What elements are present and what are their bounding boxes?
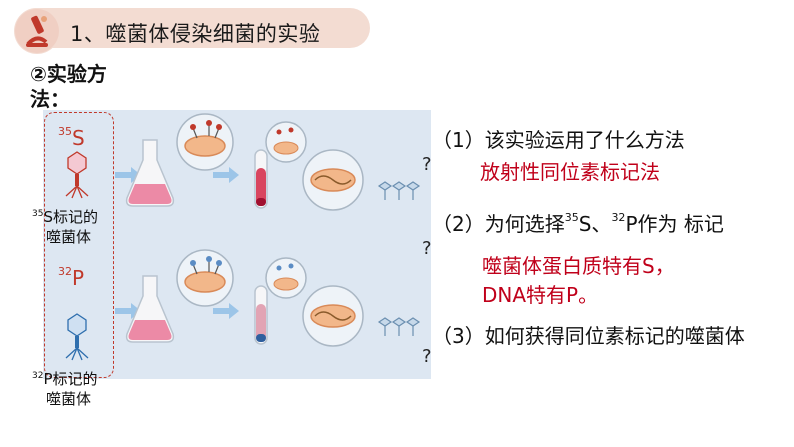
question-2: （2）为何选择35S、32P作为 标记 <box>432 211 724 236</box>
progeny-phages-icon <box>377 181 421 200</box>
centrifuge-tube-icon <box>254 149 268 209</box>
flask-icon <box>125 139 175 207</box>
bacterium-infection-icon <box>176 249 234 307</box>
microscope-icon <box>14 8 60 54</box>
question-mark: ? <box>422 346 432 367</box>
phage-p-icon <box>65 313 89 361</box>
bacterium-progeny-icon <box>302 149 364 211</box>
method-heading: ②实验方法： <box>30 62 107 111</box>
isotope-p-label: 32P标记的 噬菌体 <box>32 370 98 408</box>
bacterium-infection-icon <box>176 113 234 171</box>
isotope-s-label: 35S标记的 噬菌体 <box>32 208 98 246</box>
centrifuge-tube-icon <box>254 285 268 345</box>
isotope-s-symbol: 35S <box>58 125 85 150</box>
bacterium-progeny-icon <box>302 285 364 347</box>
phage-s-icon <box>65 151 89 199</box>
flask-icon <box>125 275 175 343</box>
question-3: （3）如何获得同位素标记的噬菌体 <box>432 324 745 348</box>
phage-detach-icon <box>265 121 307 163</box>
phage-detach-icon <box>265 257 307 299</box>
section-title-bar <box>16 8 370 48</box>
experiment-illustration <box>43 110 431 379</box>
answer-2: 噬菌体蛋白质特有S， DNA特有P。 <box>482 254 675 307</box>
section-title: 1、噬菌体侵染细菌的实验 <box>70 22 321 46</box>
labeled-phage-box <box>44 112 114 378</box>
isotope-p-symbol: 32P <box>58 265 85 290</box>
question-mark: ? <box>422 238 432 259</box>
answer-1: 放射性同位素标记法 <box>480 160 660 184</box>
question-1: （1）该实验运用了什么方法 <box>432 128 685 152</box>
progeny-phages-icon <box>377 317 421 336</box>
question-mark: ? <box>422 154 432 175</box>
